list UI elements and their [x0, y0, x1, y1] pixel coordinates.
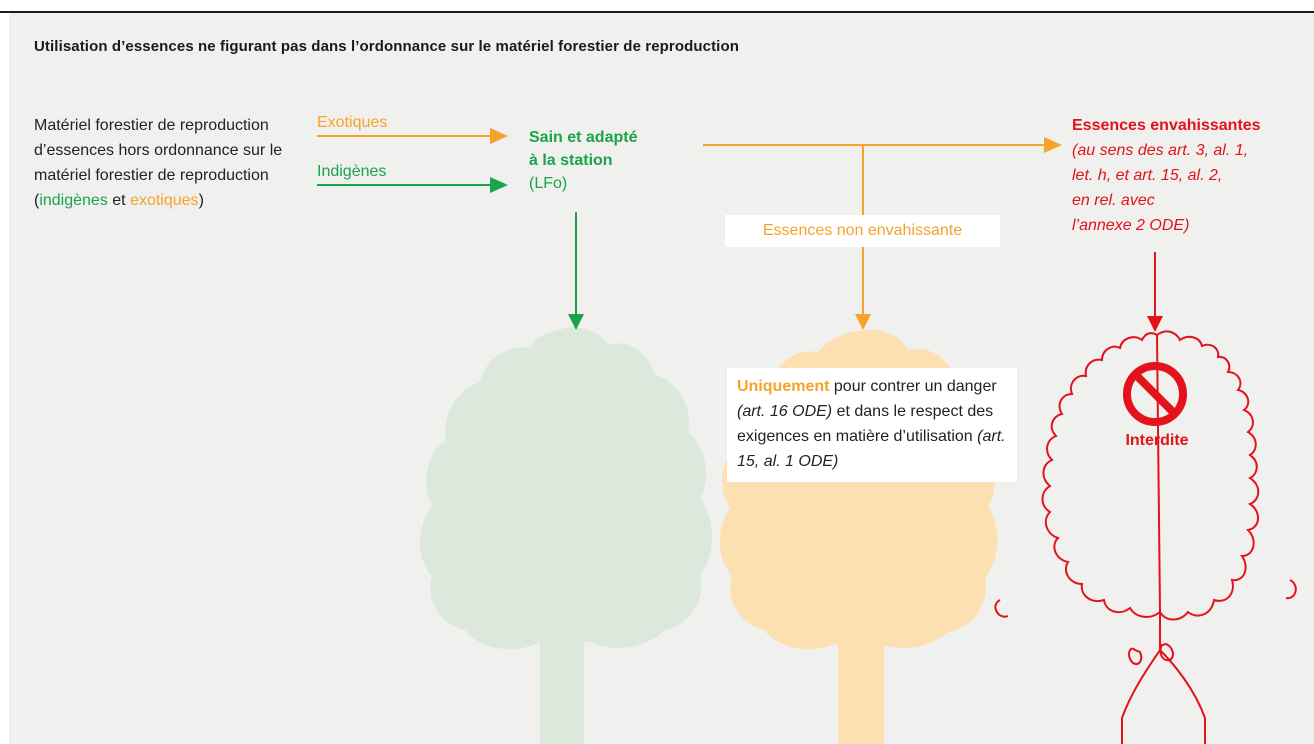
non-envahissante-label: Essences non envahissante [725, 215, 1000, 247]
uniquement-rest2: et dans le respect des exigences en mati… [737, 403, 994, 445]
envahissantes-line2: let. h, et art. 15, al. 2, [1072, 167, 1223, 184]
arrow-indigenes [317, 177, 508, 193]
envahissantes-box: Essences envahissantes (au sens des art.… [1072, 113, 1261, 238]
uniquement-ref2: (art. 15, al. 1 ODE) [737, 428, 1006, 470]
uniquement-rest1: pour contrer un danger [829, 378, 997, 395]
sain-line3: (LFo) [529, 175, 568, 192]
tree-outline-red-icon [994, 330, 1297, 744]
intro-exotiques: exotiques [130, 192, 199, 209]
intro-main: Matériel forestier de reproduction d’ess… [34, 117, 283, 209]
intro-et: et [107, 192, 131, 209]
top-rule [0, 11, 1314, 13]
sain-line1: Sain et adapté [529, 129, 638, 146]
arrow-exotiques [317, 128, 508, 144]
tree-green-icon [419, 327, 712, 744]
label-exotiques: Exotiques [317, 114, 388, 131]
envahissantes-line4: l’annexe 2 ODE) [1072, 217, 1190, 234]
interdite-label: Interdite [1125, 432, 1189, 449]
sain-adapte-box: Sain et adapté à la station (LFo) [529, 126, 637, 195]
intro-text: Matériel forestier de reproduction d’ess… [34, 113, 304, 213]
envahissantes-line1: (au sens des art. 3, al. 1, [1072, 142, 1249, 159]
arrow-envahissantes [703, 137, 1062, 153]
diagram-title: Utilisation d’essences ne figurant pas d… [34, 38, 739, 55]
uniquement-bold: Uniquement [737, 378, 830, 395]
label-indigenes: Indigènes [317, 163, 387, 180]
uniquement-note: Uniquement pour contrer un danger (art. … [727, 368, 1017, 482]
envahissantes-line3: en rel. avec [1072, 192, 1155, 209]
intro-close: ) [198, 192, 204, 209]
arrow-green-down [568, 212, 584, 330]
intro-indigenes: indigènes [39, 192, 108, 209]
arrow-red-down [1147, 252, 1163, 332]
envahissantes-title: Essences envahissantes [1072, 117, 1261, 134]
uniquement-ref1: (art. 16 ODE) [737, 403, 833, 420]
prohibited-icon [1123, 362, 1187, 426]
sain-line2: à la station [529, 152, 613, 169]
